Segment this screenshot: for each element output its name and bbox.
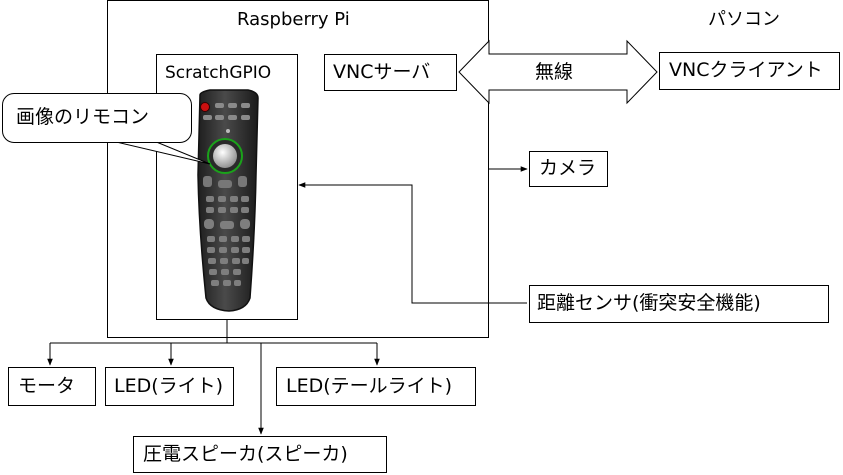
remote-callout bbox=[2, 93, 192, 143]
distance-sensor-box bbox=[529, 285, 829, 323]
distance-sensor-label: 距離センサ(衝突安全機能) bbox=[537, 292, 761, 314]
pc-label: パソコン bbox=[708, 9, 780, 30]
remote-control-image bbox=[197, 89, 259, 312]
vnc-server-box bbox=[324, 54, 457, 91]
output-connectors bbox=[47, 320, 380, 435]
scratchgpio-label: ScratchGPIO bbox=[165, 63, 272, 83]
piezo-speaker-label: 圧電スピーカ(スピーカ) bbox=[143, 443, 348, 465]
camera-box bbox=[529, 151, 608, 187]
raspberry-pi-label: Raspberry Pi bbox=[237, 9, 350, 30]
vnc-client-box bbox=[659, 52, 840, 90]
led-light-box bbox=[105, 367, 234, 406]
piezo-speaker-box bbox=[133, 436, 387, 473]
distance-sensor-connector bbox=[298, 182, 527, 304]
wireless-double-arrow bbox=[458, 39, 658, 105]
vnc-client-label: VNCクライアント bbox=[669, 59, 823, 81]
led-light-label: LED(ライト) bbox=[114, 375, 224, 397]
wireless-label: 無線 bbox=[535, 61, 574, 83]
motor-box bbox=[8, 367, 96, 406]
camera-label: カメラ bbox=[539, 157, 597, 179]
vnc-server-label: VNCサーバ bbox=[333, 61, 431, 83]
led-tail-light-label: LED(テールライト) bbox=[286, 375, 453, 397]
motor-label: モータ bbox=[18, 375, 76, 397]
led-tail-light-box bbox=[276, 367, 476, 406]
remote-callout-label: 画像のリモコン bbox=[16, 106, 150, 128]
